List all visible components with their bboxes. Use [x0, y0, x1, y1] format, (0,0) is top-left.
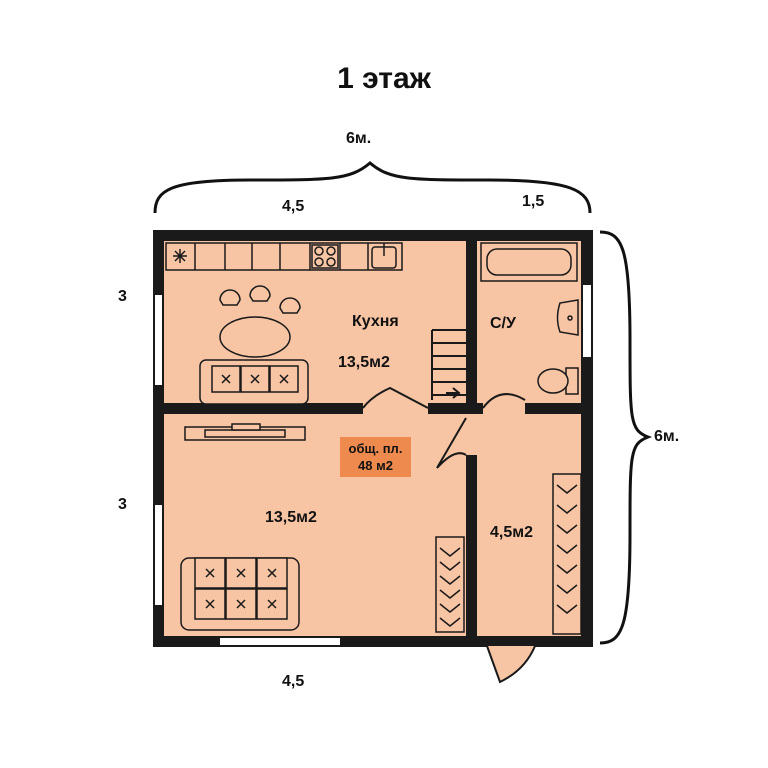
dining-table	[219, 285, 301, 358]
dimension-left-section-top: 4,5	[282, 198, 305, 215]
window-left-lower	[155, 505, 162, 605]
dimension-right-section-top: 1,5	[522, 193, 545, 210]
door-kitchen	[362, 386, 429, 409]
bathroom-sink	[556, 299, 579, 336]
right-dimension-brace	[599, 230, 653, 645]
outer-wall-left	[153, 230, 164, 647]
window-right	[583, 285, 591, 357]
outer-wall-bottom	[153, 636, 593, 647]
kitchen-area: 13,5м2	[338, 354, 390, 371]
window-bottom	[220, 638, 340, 645]
hall-area: 4,5м2	[490, 524, 533, 541]
wall-vertical-upper	[466, 230, 477, 414]
floor-title: 1 этаж	[337, 62, 431, 95]
door-entrance	[486, 645, 536, 684]
kitchen-sofa	[199, 359, 309, 405]
top-dimension-brace	[153, 161, 592, 214]
bathroom-name: С/У	[490, 315, 516, 332]
bathtub	[480, 242, 578, 282]
door-bathroom	[482, 393, 526, 409]
stairs	[431, 329, 466, 400]
wall-kitchen-bottom-right	[428, 403, 483, 414]
total-area-label: общ. пл.	[348, 441, 403, 456]
sink-icon	[371, 243, 397, 269]
dimension-bottom-width: 4,5	[282, 673, 305, 690]
total-area-value: 48 м2	[358, 458, 393, 473]
kitchen-counter	[165, 242, 403, 271]
outer-wall-top	[153, 230, 593, 241]
stove-icon	[311, 244, 339, 269]
dimension-overall-width: 6м.	[346, 130, 372, 147]
total-area-badge: общ. пл. 48 м2	[340, 437, 411, 477]
dimension-overall-height: 6м.	[654, 428, 680, 445]
fridge-snowflake-icon	[173, 249, 187, 263]
dimension-lower-row-height: 3	[118, 496, 127, 513]
door-living	[436, 417, 467, 469]
kitchen-name: Кухня	[352, 313, 399, 330]
living-area: 13,5м2	[265, 509, 317, 526]
living-sofa	[180, 557, 300, 631]
wardrobe-living	[435, 536, 465, 633]
tv-unit	[184, 423, 306, 441]
wardrobe-hall	[552, 473, 582, 635]
wall-kitchen-bottom-left	[153, 403, 363, 414]
toilet	[537, 367, 579, 395]
dimension-upper-row-height: 3	[118, 288, 127, 305]
wall-vertical-lower	[466, 455, 477, 647]
wall-bathroom-bottom	[525, 403, 593, 414]
window-left-upper	[155, 295, 162, 385]
